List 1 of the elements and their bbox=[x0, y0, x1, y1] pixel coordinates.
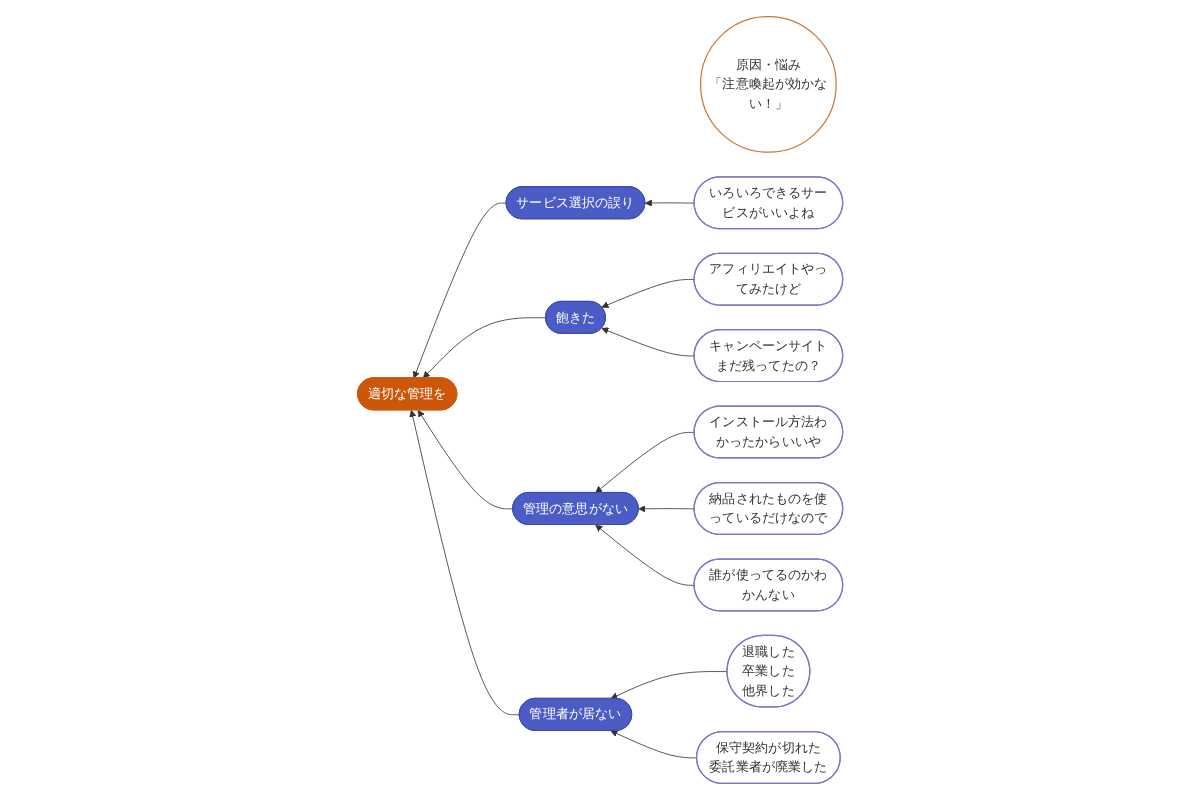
node-circle: 原因・悩み 「注意喚起が効かない！」 bbox=[699, 15, 837, 153]
